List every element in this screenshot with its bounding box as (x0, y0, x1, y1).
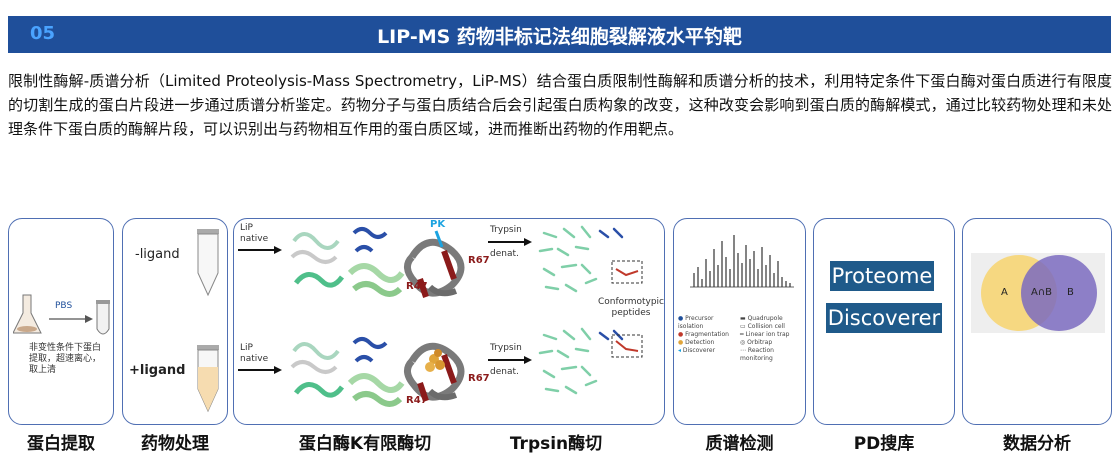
pd-discoverer-box: Discoverer (826, 303, 942, 333)
lip-arrow-bottom-icon (238, 366, 282, 374)
section-number: 05 (30, 23, 56, 44)
extraction-illustration (13, 294, 110, 335)
ms-legend-right-2: ═ Linear ion trap (740, 331, 790, 338)
ms-legend-right-1: ▭ Collision cell (740, 323, 785, 330)
flask-icon (13, 294, 42, 334)
trypsin-label-top: Trypsin (490, 225, 522, 235)
peptides-top (538, 225, 643, 293)
caption-pd: PD搜库 (853, 434, 915, 454)
r47-bottom-label: R47 (406, 395, 428, 406)
venn-diagram (971, 253, 1105, 333)
pbs-label: PBS (55, 301, 73, 311)
venn-label-ab: A∩B (1031, 287, 1053, 298)
ms-legend-right: ▬ Quadrupole ▭ Collision cell ═ Linear i… (740, 315, 804, 363)
panel-pd: Proteome Discoverer (813, 218, 955, 425)
intro-paragraph: 限制性酶解-质谱分析（Limited Proteolysis-Mass Spec… (8, 72, 1112, 138)
venn-label-b: B (1067, 287, 1074, 298)
r47-top-label: R47 (406, 281, 428, 292)
trypsin-arrow-top-icon (488, 238, 532, 246)
plus-ligand-label: +ligand (129, 363, 186, 378)
section-title: LIP-MS 药物非标记法细胞裂解液水平钓靶 (377, 26, 742, 48)
ms-legend-right-0: ▬ Quadrupole (740, 315, 783, 322)
venn-circle-b (1021, 255, 1097, 331)
panel-extraction: PBS 非变性条件下蛋白提取，超速离心，取上清 (8, 218, 114, 425)
protein-structures-top (290, 227, 405, 297)
tube-minus-icon (197, 229, 219, 297)
minus-ligand-label: -ligand (135, 247, 180, 262)
ms-legend-left: ● Precursor isolation ● Fragmentation ● … (678, 315, 738, 355)
protein-structures-bottom (290, 337, 405, 407)
caption-analysis: 数据分析 (1003, 434, 1071, 454)
trypsin-arrow-bottom-icon (488, 356, 532, 364)
extraction-note: 非变性条件下蛋白提取，超速离心，取上清 (29, 343, 102, 375)
venn-label-a: A (1001, 287, 1008, 298)
tube-icon (96, 302, 110, 335)
ms-legend-left-3: ◂ Discoverer (678, 347, 716, 354)
tube-plus-icon (197, 345, 219, 413)
pk-label: PK (430, 219, 446, 230)
caption-ms: 质谱检测 (705, 434, 774, 454)
r67-top-label: R67 (468, 255, 490, 266)
section-header: 05 LIP-MS 药物非标记法细胞裂解液水平钓靶 (8, 16, 1111, 53)
flask-sample (17, 326, 37, 332)
lip-label-top: LiP (240, 223, 253, 233)
protein-ribbon-top (404, 230, 465, 298)
caption-extraction: 蛋白提取 (27, 434, 95, 454)
ms-legend-left-0: ● Precursor isolation (678, 315, 714, 330)
ms-legend-left-2: ● Detection (678, 339, 715, 346)
trypsin-label-bottom: Trypsin (490, 343, 522, 353)
ms-spectrum (690, 235, 794, 288)
caption-proteinase: 蛋白酶K有限酶切 (298, 434, 432, 454)
native-label-top: native (240, 234, 269, 244)
denat-label-top: denat. (490, 249, 519, 259)
panel-drug: -ligand +ligand (122, 218, 228, 425)
lip-arrow-top-icon (238, 246, 282, 254)
pd-proteome-box: Proteome (830, 261, 934, 291)
caption-trypsin: Trpsin酶切 (509, 434, 603, 454)
lip-label-bottom: LiP (240, 343, 253, 353)
r67-bottom-label: R67 (468, 373, 490, 384)
ms-legend-right-3: ◎ Orbitrap (740, 339, 773, 346)
ms-legend-left-1: ● Fragmentation (678, 331, 729, 338)
caption-drug: 药物处理 (141, 434, 209, 454)
native-label-bottom: native (240, 354, 269, 364)
panel-ms: ● Precursor isolation ● Fragmentation ● … (673, 218, 806, 425)
panel-digestion: LiP native PK R67 R47 Trypsin denat. Con… (233, 218, 665, 425)
peptides-bottom (538, 327, 643, 395)
conformotypic-label: Conformotypic peptides (597, 297, 664, 318)
denat-label-bottom: denat. (490, 367, 519, 377)
panel-analysis: A A∩B B (962, 218, 1112, 425)
ms-legend-right-4: ⋯ Reaction monitoring (740, 347, 774, 362)
protein-ribbon-bottom (404, 342, 465, 402)
